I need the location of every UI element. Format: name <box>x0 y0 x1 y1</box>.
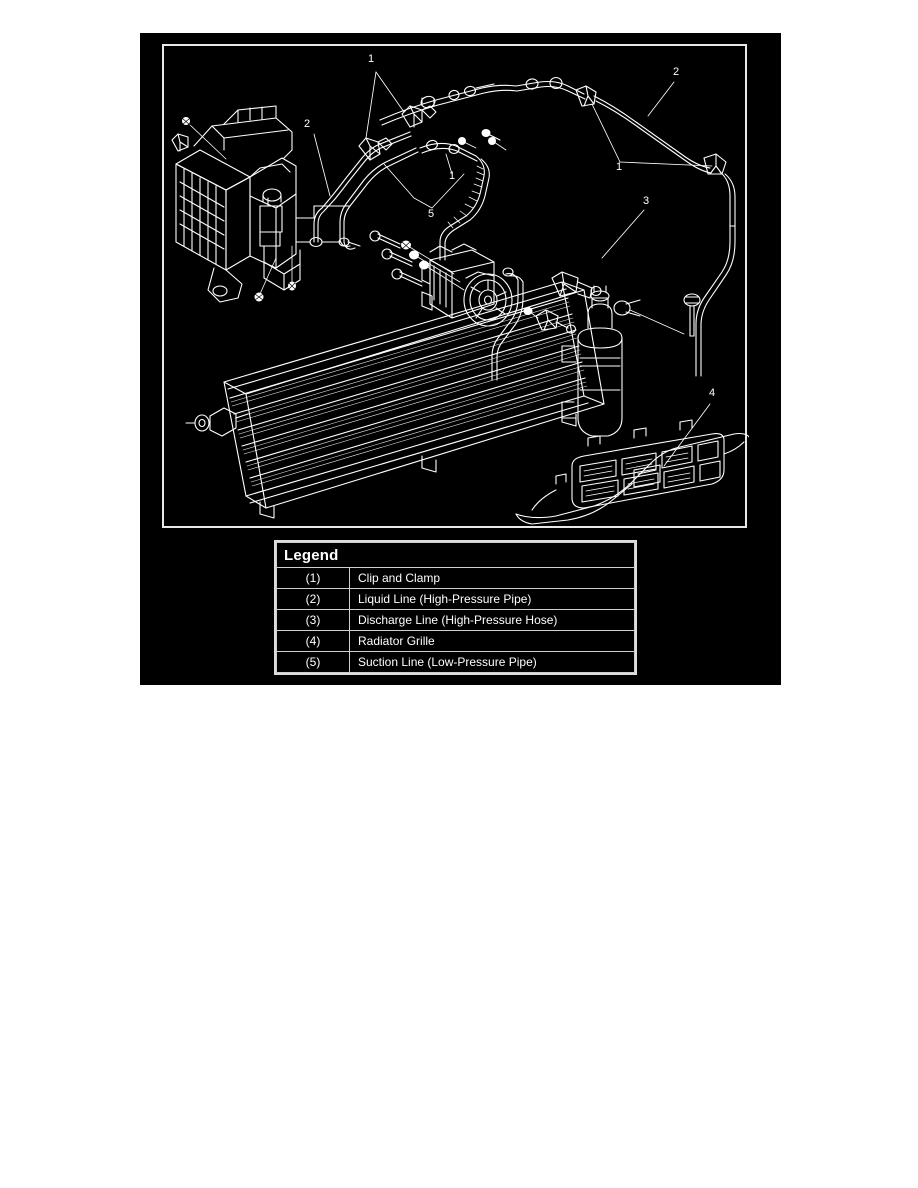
evaporator-heater-case <box>175 105 361 303</box>
legend-title-row: Legend <box>276 542 635 568</box>
diagram-frame: 1 2 1 5 2 1 3 4 <box>162 44 749 528</box>
callout-4-grille: 4 <box>709 387 716 399</box>
legend-description: Suction Line (Low-Pressure Pipe) <box>349 651 635 673</box>
legend-number: (5) <box>276 651 350 673</box>
refrigerant-lines-center <box>419 129 507 261</box>
legend-description: Liquid Line (High-Pressure Pipe) <box>349 588 635 610</box>
legend-table: Legend (1) Clip and Clamp (2) Liquid Lin… <box>274 540 637 675</box>
legend-body: Legend (1) Clip and Clamp (2) Liquid Lin… <box>276 542 635 673</box>
refrigerant-lines-left <box>171 83 518 250</box>
table-row: (1) Clip and Clamp <box>276 567 635 589</box>
ac-compressor <box>369 230 513 327</box>
legend-title: Legend <box>276 542 635 568</box>
legend-description: Radiator Grille <box>349 630 635 652</box>
table-row: (2) Liquid Line (High-Pressure Pipe) <box>276 588 635 610</box>
legend-description: Clip and Clamp <box>349 567 635 589</box>
callout-3-discharge: 3 <box>643 195 650 207</box>
refrigerant-lines-upper-right <box>515 76 736 377</box>
radiator-grille <box>515 419 749 525</box>
legend-description: Discharge Line (High-Pressure Hose) <box>349 609 635 631</box>
receiver-drier <box>561 285 701 437</box>
clip-and-clamp <box>358 137 393 161</box>
legend-number: (4) <box>276 630 350 652</box>
clip-and-clamp <box>703 153 727 175</box>
callout-1-right: 1 <box>616 161 623 173</box>
compressor-mounting-bolts <box>369 230 465 291</box>
callout-5-suction: 5 <box>428 208 435 220</box>
callout-1-top-left: 1 <box>368 53 375 65</box>
callout-leaders <box>313 71 713 467</box>
callout-2-right: 2 <box>673 66 680 78</box>
table-row: (3) Discharge Line (High-Pressure Hose) <box>276 609 635 631</box>
receiver-drier-bolt <box>683 293 701 337</box>
table-row: (5) Suction Line (Low-Pressure Pipe) <box>276 651 635 673</box>
legend-number: (2) <box>276 588 350 610</box>
clip-and-clamp <box>575 85 597 107</box>
legend-number: (3) <box>276 609 350 631</box>
legend-number: (1) <box>276 567 350 589</box>
callout-1-center: 1 <box>449 170 456 182</box>
clip-and-clamp <box>171 133 189 152</box>
clip-and-clamp <box>401 105 437 128</box>
callout-2-left: 2 <box>304 118 311 130</box>
condenser <box>185 271 605 519</box>
technical-illustration <box>171 71 749 525</box>
table-row: (4) Radiator Grille <box>276 630 635 652</box>
diagram-canvas: 1 2 1 5 2 1 3 4 Legend (1) Clip and Clam… <box>140 33 781 685</box>
